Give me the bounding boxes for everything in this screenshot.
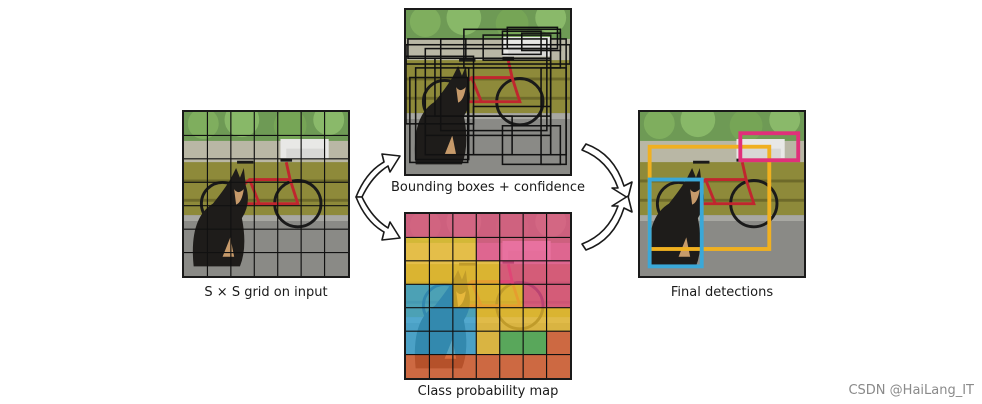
- class-cell: [499, 284, 524, 308]
- class-cell: [476, 237, 500, 261]
- class-cell: [406, 284, 430, 308]
- class-cell: [429, 214, 453, 238]
- class-cell: [429, 354, 453, 378]
- class-cell: [523, 354, 547, 378]
- dog-detection-box: [647, 177, 704, 269]
- class-cell: [499, 260, 524, 285]
- class-cell: [546, 307, 570, 332]
- class-cell: [429, 260, 453, 285]
- class-cell: [406, 307, 430, 332]
- class-cell: [523, 331, 547, 355]
- class-cell: [406, 214, 430, 238]
- class-cell: [546, 354, 570, 378]
- class-cell: [406, 331, 430, 355]
- class-cell: [429, 331, 453, 355]
- class-cell: [499, 307, 524, 332]
- class-cell: [546, 214, 570, 238]
- grid-input-caption: S × S grid on input: [204, 285, 328, 300]
- class-cell: [406, 260, 430, 285]
- class-cell: [452, 214, 477, 238]
- class-cell: [523, 307, 547, 332]
- class-cell: [523, 214, 547, 238]
- candidate-boxes: [406, 26, 570, 166]
- class-cell: [452, 260, 477, 285]
- class-cell: [499, 331, 524, 355]
- grid-input-panel: [182, 110, 350, 278]
- class-probability-image: [406, 214, 570, 378]
- class-cell: [429, 284, 453, 308]
- class-cell: [406, 354, 430, 378]
- class-probability-panel: [404, 212, 572, 380]
- final-detections-caption: Final detections: [670, 285, 774, 300]
- watermark: CSDN @HaiLang_IT: [848, 383, 974, 398]
- class-cell: [476, 260, 500, 285]
- class-cell: [452, 354, 477, 378]
- final-detections-panel: [638, 110, 806, 278]
- car-detection-box: [738, 131, 801, 163]
- class-cell: [499, 354, 524, 378]
- class-cells: [406, 214, 570, 378]
- split-arrow-icon: [355, 153, 401, 241]
- class-cell: [452, 331, 477, 355]
- class-cell: [546, 284, 570, 308]
- class-cell: [452, 237, 477, 261]
- class-cell: [476, 284, 500, 308]
- class-cell: [546, 260, 570, 285]
- bounding-boxes-image: [406, 10, 570, 174]
- bounding-boxes-panel: [404, 8, 572, 176]
- class-cell: [546, 331, 570, 355]
- class-grid-overlay: [406, 214, 570, 378]
- class-probability-caption: Class probability map: [417, 384, 559, 399]
- class-cell: [523, 237, 547, 261]
- class-cell: [546, 237, 570, 261]
- class-cell: [476, 307, 500, 332]
- class-cell: [476, 214, 500, 238]
- class-cell: [452, 307, 477, 332]
- class-cell: [476, 354, 500, 378]
- class-cell: [499, 214, 524, 238]
- final-detections-image: [640, 112, 804, 276]
- bounding-boxes-caption: Bounding boxes + confidence: [390, 180, 586, 195]
- class-cell: [429, 237, 453, 261]
- grid-overlay: [184, 112, 348, 276]
- grid-input-image: [184, 112, 348, 276]
- merge-arrow-icon: [581, 143, 633, 251]
- class-cell: [523, 284, 547, 308]
- class-cell: [499, 237, 524, 261]
- class-cell: [429, 307, 453, 332]
- class-cell: [452, 284, 477, 308]
- class-cell: [523, 260, 547, 285]
- class-cell: [476, 331, 500, 355]
- class-cell: [406, 237, 430, 261]
